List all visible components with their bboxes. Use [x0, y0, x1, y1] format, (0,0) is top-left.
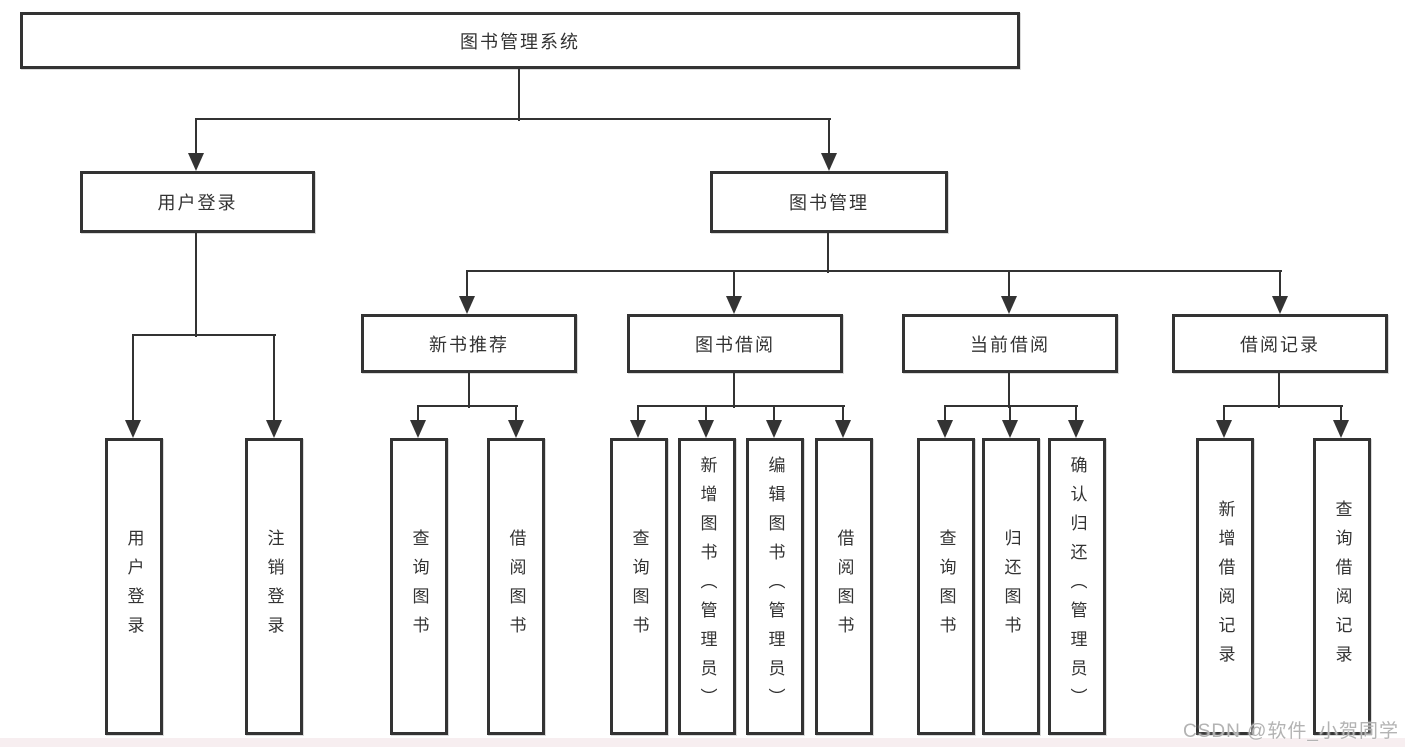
node-borrowing-records: 借阅记录	[1172, 314, 1388, 373]
arrow-down-icon	[835, 420, 851, 438]
arrow-down-icon	[1333, 420, 1349, 438]
connector-drop-line	[417, 406, 419, 424]
arrow-down-icon	[266, 420, 282, 438]
node-label: 编辑图书（管理员）	[765, 456, 785, 717]
connector-drop-line	[195, 119, 197, 158]
connector-drop-line	[773, 406, 775, 424]
node-label: 查询图书	[629, 528, 649, 645]
node-label: 当前借阅	[970, 334, 1050, 355]
node-query-books-recommend: 查询图书	[390, 438, 448, 735]
arrow-down-icon	[726, 296, 742, 314]
connector-drop-line	[733, 271, 735, 300]
node-library-management-system: 图书管理系统	[20, 12, 1020, 69]
connector-hline	[637, 405, 845, 407]
node-return-books: 归还图书	[982, 438, 1040, 735]
node-book-borrowing: 图书借阅	[627, 314, 843, 373]
arrow-down-icon	[508, 420, 524, 438]
arrow-down-icon	[821, 153, 837, 171]
node-label: 借阅图书	[506, 528, 526, 645]
connector-drop-line	[1075, 406, 1077, 424]
node-add-books-admin: 新增图书（管理员）	[678, 438, 736, 735]
connector-vline	[827, 233, 829, 273]
node-edit-books-admin: 编辑图书（管理员）	[746, 438, 804, 735]
connector-drop-line	[1009, 406, 1011, 424]
arrow-down-icon	[630, 420, 646, 438]
connector-vline	[733, 373, 735, 408]
node-new-book-recommendation: 新书推荐	[361, 314, 577, 373]
node-label: 新增借阅记录	[1215, 499, 1235, 674]
node-label: 归还图书	[1001, 528, 1021, 645]
connector-hline	[466, 270, 1282, 272]
node-user-login-action: 用户登录	[105, 438, 163, 735]
connector-drop-line	[1279, 271, 1281, 300]
connector-vline	[195, 233, 197, 337]
arrow-down-icon	[1216, 420, 1232, 438]
node-book-management: 图书管理	[710, 171, 948, 233]
connector-drop-line	[515, 406, 517, 424]
arrow-down-icon	[766, 420, 782, 438]
connector-drop-line	[273, 335, 275, 424]
connector-vline	[468, 373, 470, 408]
arrow-down-icon	[410, 420, 426, 438]
node-label: 用户登录	[124, 528, 144, 645]
connector-vline	[1008, 373, 1010, 408]
connector-drop-line	[1223, 406, 1225, 424]
node-label: 图书借阅	[695, 334, 775, 355]
connector-drop-line	[828, 119, 830, 158]
connector-drop-line	[466, 271, 468, 300]
node-confirm-return-admin: 确认归还（管理员）	[1048, 438, 1106, 735]
connector-drop-line	[944, 406, 946, 424]
node-label: 查询图书	[409, 528, 429, 645]
arrow-down-icon	[459, 296, 475, 314]
node-query-borrow-record: 查询借阅记录	[1313, 438, 1371, 735]
node-label: 注销登录	[264, 528, 284, 645]
arrow-down-icon	[1068, 420, 1084, 438]
node-label: 确认归还（管理员）	[1067, 456, 1087, 717]
connector-vline	[518, 69, 520, 121]
bottom-strip	[0, 738, 1405, 747]
node-label: 新增图书（管理员）	[697, 456, 717, 717]
node-label: 查询图书	[936, 528, 956, 645]
connector-drop-line	[842, 406, 844, 424]
connector-hline	[944, 405, 1078, 407]
connector-drop-line	[1340, 406, 1342, 424]
arrow-down-icon	[937, 420, 953, 438]
node-label: 借阅图书	[834, 528, 854, 645]
node-label: 图书管理系统	[460, 31, 580, 52]
node-query-books-borrowing: 查询图书	[610, 438, 668, 735]
arrow-down-icon	[1001, 296, 1017, 314]
connector-drop-line	[637, 406, 639, 424]
watermark-text: CSDN @软件_小贺同学	[1183, 721, 1399, 742]
node-label: 借阅记录	[1240, 334, 1320, 355]
connector-drop-line	[705, 406, 707, 424]
node-logout-action: 注销登录	[245, 438, 303, 735]
arrow-down-icon	[1002, 420, 1018, 438]
node-current-borrowing: 当前借阅	[902, 314, 1118, 373]
node-user-login: 用户登录	[80, 171, 315, 233]
arrow-down-icon	[698, 420, 714, 438]
node-label: 新书推荐	[429, 334, 509, 355]
connector-drop-line	[1008, 271, 1010, 300]
connector-hline	[195, 118, 831, 120]
node-label: 查询借阅记录	[1332, 499, 1352, 674]
connector-hline	[132, 334, 276, 336]
arrow-down-icon	[1272, 296, 1288, 314]
arrow-down-icon	[188, 153, 204, 171]
node-label: 用户登录	[157, 193, 238, 213]
node-borrow-books-borrowing: 借阅图书	[815, 438, 873, 735]
node-borrow-books-recommend: 借阅图书	[487, 438, 545, 735]
connector-hline	[1223, 405, 1343, 407]
arrow-down-icon	[125, 420, 141, 438]
node-query-books-current: 查询图书	[917, 438, 975, 735]
node-label: 图书管理	[789, 193, 869, 213]
connector-vline	[1278, 373, 1280, 408]
connector-drop-line	[132, 335, 134, 424]
connector-hline	[417, 405, 518, 407]
node-add-borrow-record: 新增借阅记录	[1196, 438, 1254, 735]
